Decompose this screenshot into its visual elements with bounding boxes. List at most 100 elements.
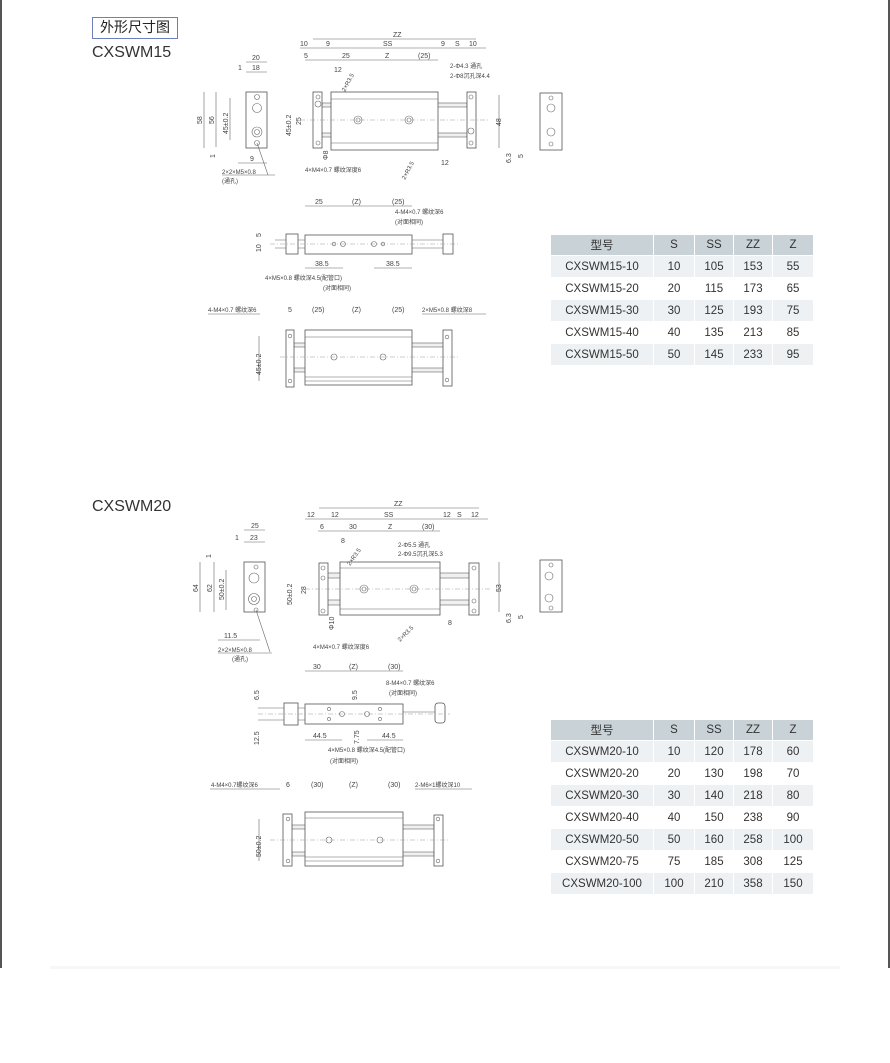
- thread-note: (对面相同): [323, 284, 351, 292]
- dim-label: 30: [349, 524, 357, 531]
- dim-label: (25): [418, 53, 430, 60]
- footer-divider: [50, 966, 840, 969]
- dim-label: 12: [443, 512, 451, 519]
- dim-label: 50±0.2: [219, 579, 226, 600]
- cell: 80: [772, 784, 814, 807]
- dim-label: 1: [235, 535, 239, 542]
- hole-note: 2-Φ9.5沉孔深5.3: [398, 550, 443, 558]
- page-border-right: [888, 0, 890, 968]
- dim-label: 6.3: [506, 613, 513, 623]
- dim-label: S: [455, 41, 460, 48]
- cell: 10: [653, 255, 695, 278]
- dim-label: 25: [342, 53, 350, 60]
- dim-label: 1: [238, 65, 242, 72]
- dim-label: 8: [448, 620, 452, 627]
- cell: 173: [733, 277, 773, 300]
- col-header-s: S: [653, 719, 695, 741]
- cell: 238: [733, 806, 773, 829]
- dim-label: 1: [206, 554, 213, 558]
- dim-label: 9: [326, 41, 330, 48]
- cell: 140: [694, 784, 734, 807]
- cxswm20-side-view: 25 1 23 1 64 62 50±0.2 11.5 2×2×M5×0.8 (…: [193, 523, 272, 663]
- dim-label: 10: [469, 41, 477, 48]
- dim-label: 2×R3.5: [401, 160, 416, 181]
- dim-label: (Z): [349, 782, 358, 789]
- cell: 308: [733, 850, 773, 873]
- dim-label: 50±0.2: [287, 584, 294, 605]
- cell: 20: [653, 762, 695, 785]
- thread-note: 2×M5×0.8 螺纹深8: [422, 306, 473, 314]
- dim-label: (Z): [349, 664, 358, 671]
- col-header-ss: SS: [694, 234, 734, 256]
- dim-label: 5: [288, 307, 292, 314]
- dim-label: 12: [441, 160, 449, 167]
- dim-label: 48: [496, 118, 503, 126]
- cxswm15-front-view: ZZ 10 9 SS 9 S 10 5 25 Z (25) 12 2×R3.5 …: [286, 32, 563, 181]
- cell: CXSWM20-40: [550, 806, 654, 829]
- cxswm15-bottom-view: 4-M4×0.7 螺纹深6 5 (25) (Z) (25) 2×M5×0.8 螺…: [208, 306, 486, 388]
- cell: 75: [772, 299, 814, 322]
- thread-note: (对面相同): [330, 757, 358, 765]
- cxswm20-top-view: 30 (Z) (30) 8-M4×0.7 螺纹深6 (对面相同) 6.5 9.5…: [254, 664, 450, 765]
- col-header-model: 型号: [550, 719, 654, 741]
- cell: 233: [733, 343, 773, 366]
- cell: 10: [653, 740, 695, 763]
- col-header-z: Z: [772, 719, 814, 741]
- dim-label: 12: [334, 67, 342, 74]
- cell: CXSWM15-50: [550, 343, 654, 366]
- thread-note: (对面相同): [389, 689, 417, 697]
- dim-label: 12: [331, 512, 339, 519]
- cell: 50: [653, 828, 695, 851]
- cell: 90: [772, 806, 814, 829]
- dim-label: 9: [250, 156, 254, 163]
- dim-label: 6.5: [254, 690, 261, 700]
- dim-label: 25: [315, 199, 323, 206]
- thread-note: 2×2×M5×0.8: [222, 170, 257, 176]
- cell: 130: [694, 762, 734, 785]
- cell: 50: [653, 343, 695, 366]
- dim-label: 2×R3.5: [397, 625, 416, 644]
- thread-note: (对面相同): [395, 218, 423, 226]
- cell: 65: [772, 277, 814, 300]
- cell: 145: [694, 343, 734, 366]
- dim-label: (25): [312, 307, 324, 314]
- dim-label: Φ8: [323, 150, 330, 160]
- thread-note: 4×M5×0.8 螺纹深4.5(配管口): [328, 746, 405, 754]
- cell: CXSWM15-10: [550, 255, 654, 278]
- dim-label: 8: [341, 538, 345, 545]
- cell: 100: [653, 872, 695, 895]
- dim-label: 9: [441, 41, 445, 48]
- cell: 30: [653, 299, 695, 322]
- col-header-z: Z: [772, 234, 814, 256]
- dim-label: 30: [313, 664, 321, 671]
- dim-label: 6: [320, 524, 324, 531]
- dim-label: (25): [392, 199, 404, 206]
- thread-note: 4×M5×0.8 螺纹深4.5(配管口): [265, 274, 342, 282]
- col-header-ss: SS: [694, 719, 734, 741]
- dim-label: 38.5: [315, 261, 329, 268]
- dim-label: 18: [252, 65, 260, 72]
- thread-note: 2-M6×1螺纹深10: [415, 781, 461, 789]
- cell: 40: [653, 321, 695, 344]
- dim-label: 7.75: [354, 730, 361, 744]
- cell: 193: [733, 299, 773, 322]
- dim-label: SS: [384, 512, 394, 519]
- thread-note: (通孔): [232, 655, 248, 663]
- cell: 120: [694, 740, 734, 763]
- thread-note: 8-M4×0.7 螺纹深6: [386, 679, 435, 687]
- cell: 213: [733, 321, 773, 344]
- dim-label: (30): [388, 664, 400, 671]
- dim-label: 20: [252, 55, 260, 62]
- dim-label: (Z): [352, 199, 361, 206]
- cell: 125: [772, 850, 814, 873]
- dim-label: 5: [256, 233, 263, 237]
- dim-label: 25: [251, 523, 259, 530]
- dim-label: 1: [210, 154, 217, 158]
- table-header-row: 型号 S SS ZZ Z: [550, 719, 814, 741]
